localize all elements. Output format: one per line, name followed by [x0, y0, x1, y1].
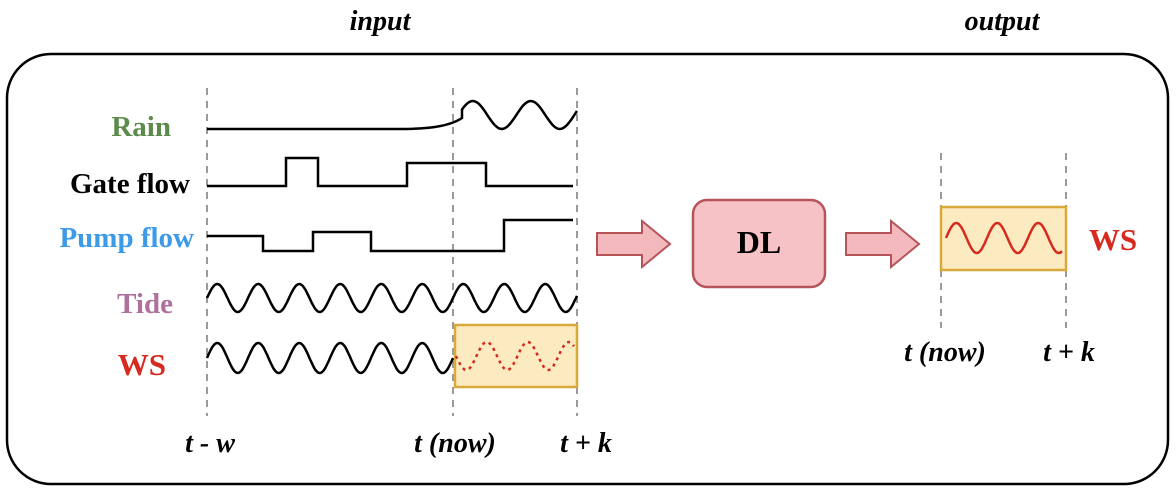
label-ws: WS [118, 347, 166, 382]
outer-frame [5, 52, 1170, 486]
ws-forecast-dotted-signal [454, 340, 576, 372]
label-pump-flow: Pump flow [59, 222, 194, 254]
label-gate-flow: Gate flow [70, 168, 190, 200]
output-header: output [965, 6, 1041, 37]
output-ws-label: WS [1089, 222, 1137, 257]
time-label-t-now: t (now) [414, 428, 496, 459]
arrow-input-to-dl [596, 218, 672, 270]
dl-model-label: DL [737, 224, 781, 260]
input-header: input [350, 6, 412, 37]
ws-observed-signal [205, 341, 455, 375]
gate-flow-signal [207, 156, 573, 188]
time-label-t-minus-w: t - w [185, 428, 235, 459]
arrow-dl-to-output [845, 218, 921, 270]
output-time-label-end: t + k [1043, 337, 1095, 368]
rain-signal [207, 99, 579, 131]
pump-flow-signal [207, 218, 573, 253]
time-label-t-plus-k: t + k [560, 428, 612, 459]
ws-output-signal [944, 221, 1063, 255]
label-rain: Rain [111, 111, 171, 143]
dl-model-box [691, 198, 827, 289]
input-forecast-box [453, 323, 579, 389]
label-tide: Tide [117, 288, 173, 320]
output-forecast-box [939, 205, 1068, 272]
output-time-label-now: t (now) [904, 337, 986, 368]
tide-signal [205, 282, 579, 314]
